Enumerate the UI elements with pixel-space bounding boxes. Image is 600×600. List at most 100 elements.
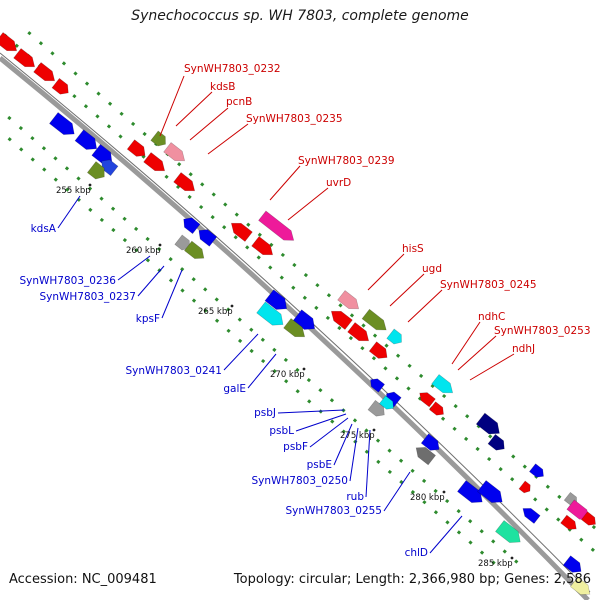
gene-label[interactable]: SynWH7803_0253 <box>494 325 591 337</box>
gene-arrow[interactable] <box>367 376 386 393</box>
track-dot <box>338 303 343 308</box>
track-dot <box>53 156 58 161</box>
gene-arrow[interactable] <box>33 62 59 85</box>
gene-arrow[interactable] <box>337 290 363 313</box>
gene-label[interactable]: psbE <box>307 459 332 471</box>
track-dot <box>410 468 415 473</box>
track-dot <box>456 530 462 535</box>
track-dot <box>488 434 493 439</box>
gene-label[interactable]: SynWH7803_0235 <box>246 113 343 125</box>
gene-arrow[interactable] <box>150 130 169 149</box>
gene-arrow[interactable] <box>475 412 504 439</box>
gene-arrow[interactable] <box>86 161 108 183</box>
gene-arrow[interactable] <box>562 555 585 577</box>
gene-label[interactable]: uvrD <box>326 177 351 189</box>
gene-arrow[interactable] <box>570 576 593 599</box>
track-dot <box>361 323 366 328</box>
gene-arrow[interactable] <box>13 48 39 71</box>
leader-line <box>309 417 349 448</box>
gene-arrow[interactable] <box>428 401 446 418</box>
gene-label[interactable]: psbL <box>269 425 294 437</box>
gene-arrow[interactable] <box>487 433 508 453</box>
gene-arrow[interactable] <box>328 306 353 330</box>
track-dot <box>329 398 335 403</box>
gene-arrow[interactable] <box>228 218 253 242</box>
gene-arrow[interactable] <box>126 139 149 161</box>
gene-label[interactable]: SynWH7803_0241 <box>125 365 222 377</box>
gene-arrow[interactable] <box>520 505 541 524</box>
gene-arrow[interactable] <box>560 514 580 533</box>
gene-arrow[interactable] <box>180 214 201 235</box>
track-dot <box>364 428 369 433</box>
track-dot <box>119 111 124 116</box>
track-dot <box>41 146 47 151</box>
gene-arrow[interactable] <box>386 328 405 347</box>
gene-label[interactable]: ndhC <box>478 311 505 323</box>
gene-arrow[interactable] <box>264 289 291 315</box>
track-dot <box>177 162 182 167</box>
gene-label[interactable]: hisS <box>402 243 424 255</box>
track-dot <box>398 458 404 463</box>
gene-arrow[interactable] <box>412 443 436 466</box>
track-dot <box>30 136 35 141</box>
track-dot <box>545 484 550 489</box>
gene-label[interactable]: ndhJ <box>512 343 535 355</box>
gene-label[interactable]: SynWH7803_0237 <box>39 291 136 303</box>
gene-arrow[interactable] <box>347 322 373 345</box>
gene-arrow[interactable] <box>98 156 119 177</box>
gene-arrow[interactable] <box>251 236 277 259</box>
gene-label[interactable]: kdsB <box>210 81 235 93</box>
gene-arrow[interactable] <box>49 112 78 139</box>
gene-label[interactable]: SynWH7803_0239 <box>298 155 395 167</box>
gene-arrow[interactable] <box>420 433 443 455</box>
gene-label[interactable]: SynWH7803_0245 <box>440 279 537 291</box>
gene-arrow[interactable] <box>378 395 396 412</box>
gene-label[interactable]: ugd <box>422 263 442 275</box>
gene-label[interactable]: psbF <box>283 441 308 453</box>
gene-label[interactable]: kpsF <box>136 313 160 325</box>
gene-arrow[interactable] <box>195 226 218 247</box>
track-dot <box>557 494 562 499</box>
gene-label[interactable]: SynWH7803_0255 <box>285 505 382 517</box>
track-dot <box>30 157 35 162</box>
gene-arrow[interactable] <box>457 480 486 507</box>
gene-arrow[interactable] <box>580 511 598 528</box>
gene-label[interactable]: rub <box>346 491 364 503</box>
gene-label[interactable]: SynWH7803_0232 <box>184 63 281 75</box>
gene-arrow[interactable] <box>74 129 101 155</box>
gene-label[interactable]: pcnB <box>226 96 252 108</box>
leader-line <box>383 471 411 512</box>
gene-arrow[interactable] <box>0 32 20 55</box>
gene-arrow[interactable] <box>184 240 207 263</box>
track-dot <box>180 267 185 272</box>
gene-arrow[interactable] <box>163 142 189 165</box>
gene-arrow[interactable] <box>518 480 533 495</box>
gene-arrow[interactable] <box>173 172 199 195</box>
track-dot <box>475 446 480 452</box>
gene-label[interactable]: chlD <box>405 547 428 559</box>
gene-arrow[interactable] <box>361 308 390 334</box>
track-dot <box>522 464 527 469</box>
gene-arrow[interactable] <box>417 389 436 408</box>
track-dot <box>261 358 266 364</box>
gene-label[interactable]: SynWH7803_0236 <box>19 275 116 287</box>
track-dot <box>214 297 219 302</box>
gene-arrow[interactable] <box>431 374 457 397</box>
track-dot <box>168 278 174 283</box>
gene-arrow[interactable] <box>495 520 524 547</box>
gene-label[interactable]: psbJ <box>254 407 276 419</box>
leader-line <box>333 423 353 466</box>
gene-arrow[interactable] <box>477 480 506 507</box>
gene-arrow[interactable] <box>143 152 169 175</box>
gene-label[interactable]: galE <box>223 383 246 395</box>
gene-label[interactable]: SynWH7803_0250 <box>251 475 348 487</box>
gene-arrow[interactable] <box>528 463 546 480</box>
gene-arrow[interactable] <box>51 77 72 97</box>
gene-arrow[interactable] <box>368 341 391 363</box>
gene-arrow[interactable] <box>258 210 298 245</box>
gene-label[interactable]: kdsA <box>31 223 57 235</box>
gene-arrow[interactable] <box>283 318 309 341</box>
track-dot <box>384 343 389 348</box>
gene-arrow[interactable] <box>256 301 288 330</box>
